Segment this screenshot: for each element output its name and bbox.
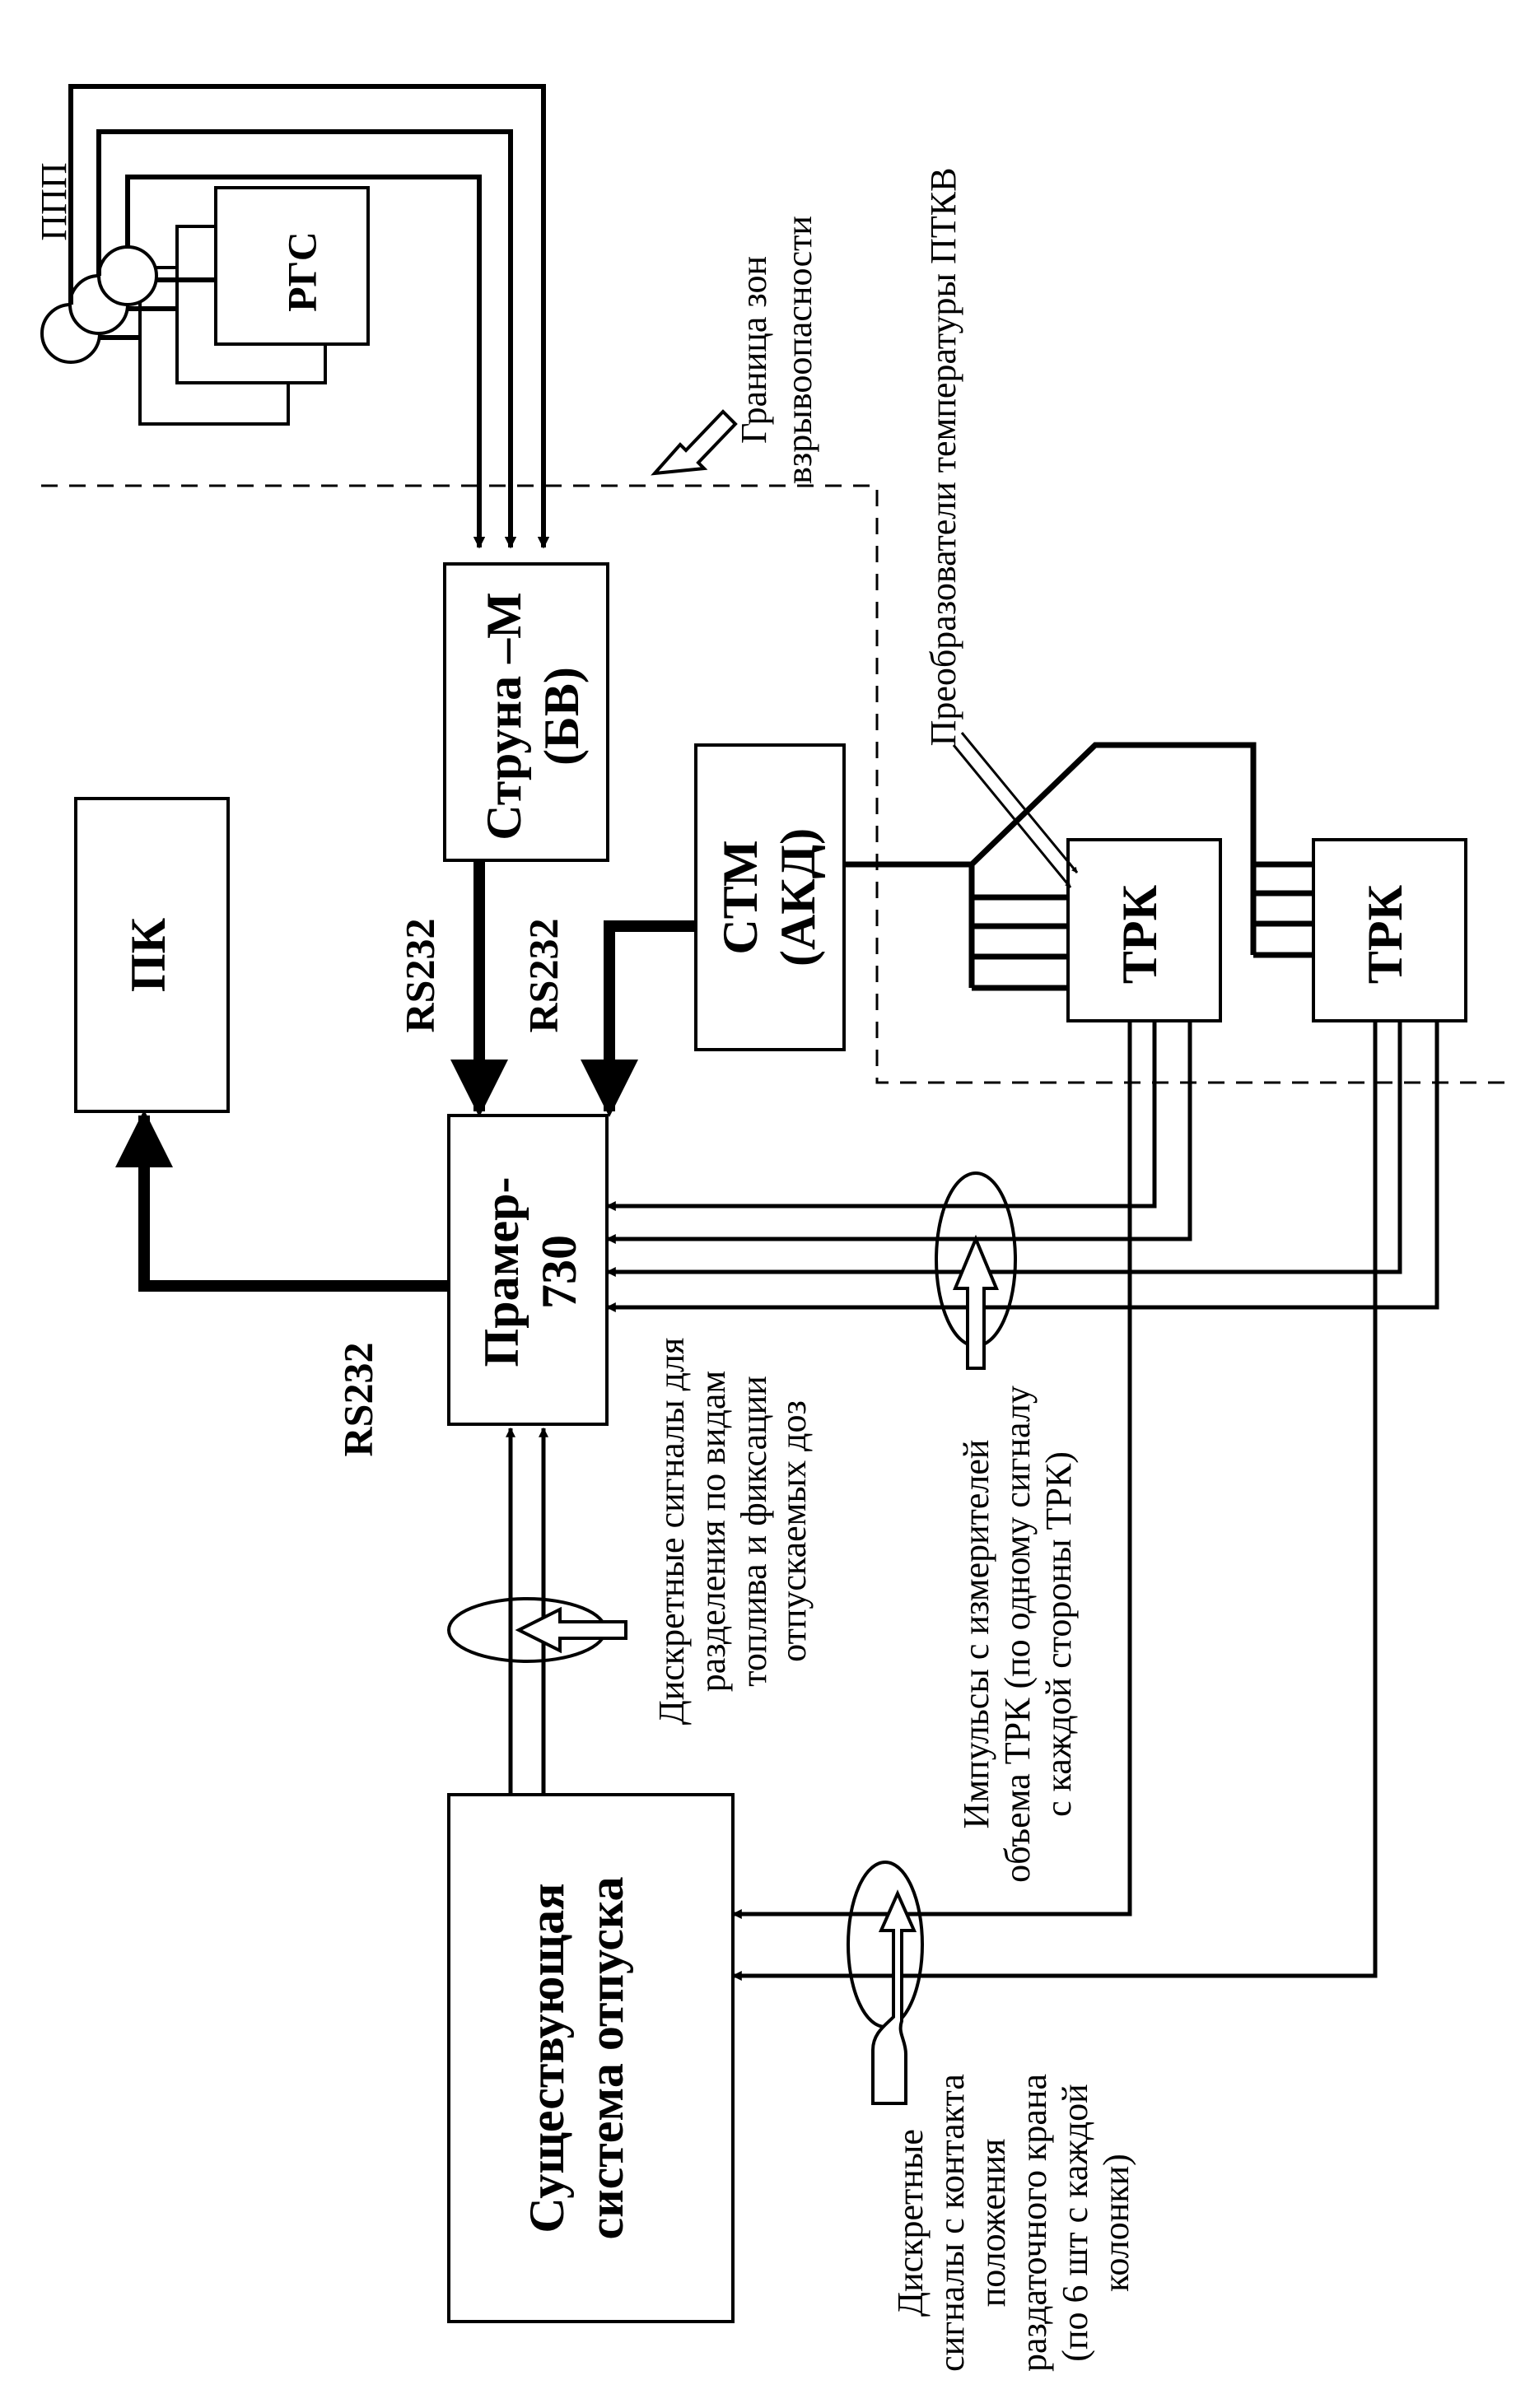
discrete-fuel-label-line4: отпускаемых доз (773, 1400, 814, 1662)
trk-label-1: ТРК (1113, 885, 1167, 984)
zone-boundary-arrow (651, 409, 738, 476)
dispensing-system-label-line2: система отпуска (579, 1876, 633, 2239)
pulses-label-line2: объема ТРК (по одному сигналу (997, 1386, 1038, 1883)
rgs-label: РГС (278, 231, 324, 312)
contacts-label-line6: колонки) (1096, 2154, 1136, 2292)
dispensing-system-label-line1: Существующая (520, 1883, 574, 2233)
pulses-label-line3: с каждой стороны ТРК) (1038, 1451, 1079, 1817)
pramer-730-box (447, 1114, 609, 1426)
temp-sensor-cables (844, 742, 1313, 991)
contacts-label-line3: положения (973, 2139, 1013, 2308)
discrete-fuel-label-line2: разделения по видам (693, 1371, 733, 1692)
temp-sensor-pointers (952, 732, 1079, 888)
sensor-cables (68, 84, 550, 549)
fuel-dose-bundle-pointer (515, 1606, 627, 1654)
rs232-struna-label: RS232 (396, 919, 442, 1033)
stm-label-line1: СТМ (713, 840, 767, 954)
ppp-sensor-3 (97, 245, 158, 306)
pk-box (74, 797, 230, 1113)
contacts-label-line5: (по 6 шт с каждой (1055, 2084, 1095, 2361)
ppp-sensor-group (40, 245, 158, 364)
rs232-pramer-to-pk-line (115, 1110, 449, 1292)
ppp-label: ППП (34, 162, 74, 240)
stm-label-line2: (АКД) (771, 828, 825, 966)
dispense-contact-lines (731, 1021, 1378, 1982)
trk-box-2 (1312, 838, 1467, 1022)
rs232-pk-label: RS232 (334, 1343, 380, 1457)
pulses-label-line1: Импульсы с измерителей (956, 1440, 996, 1829)
contacts-label-line1: Дискретные (890, 2129, 931, 2317)
contacts-label-line2: сигналы с контакта (931, 2074, 972, 2372)
discrete-fuel-label-line1: Дискретные сигналы для (651, 1338, 692, 1726)
trk-label-2: ТРК (1358, 885, 1412, 984)
rs232-stm-label: RS232 (520, 919, 566, 1033)
rgs-tank-front (214, 186, 370, 346)
zone-boundary-label-line2: взрывоопасности (779, 216, 819, 484)
volume-pulse-bundle-pointer (953, 1234, 999, 1370)
zone-boundary-label-line1: Граница зон (734, 256, 774, 444)
dispense-contact-bundle-pointer (871, 1889, 917, 2105)
discrete-fuel-label-line3: топлива и фиксации (734, 1376, 774, 1687)
contacts-label-line4: раздаточного крана (1014, 2074, 1054, 2372)
dispensing-system-box (447, 1793, 735, 2323)
dispense-contact-bundle-ellipse (847, 1861, 924, 2028)
struna-m-label-line1: Струна –М (477, 592, 531, 841)
struna-m-box (443, 562, 609, 862)
pk-label: ПК (121, 918, 175, 992)
fuel-dose-signal-lines (505, 1427, 549, 1795)
rs232-stm-to-pramer-line (581, 920, 696, 1117)
pramer-730-label-line1: Прамер- (474, 1177, 529, 1367)
struna-m-label-line2: (БВ) (534, 667, 589, 766)
pramer-730-label-line2: 730 (532, 1235, 586, 1309)
stm-box (694, 743, 846, 1051)
volume-pulse-lines (605, 1021, 1439, 1313)
rgs-tank-group (138, 186, 370, 426)
trk-box-1 (1066, 838, 1222, 1022)
temp-sensors-label: Преобразователи температуры ПТКВ (923, 168, 963, 747)
